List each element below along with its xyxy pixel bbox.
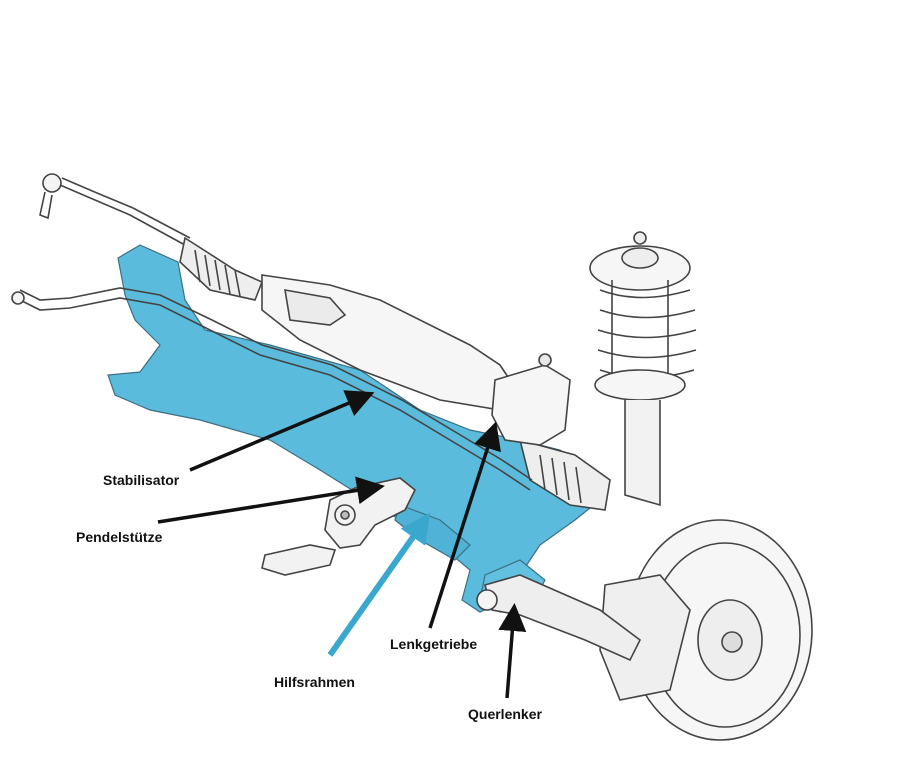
brake-disc (599, 519, 813, 741)
leader-stabilisator (189, 390, 375, 472)
label-hilfsrahmen: Hilfsrahmen (274, 674, 355, 690)
pendulum-support (261, 477, 417, 576)
label-pendelstuetze: Pendelstütze (76, 529, 163, 545)
leader-lenkgetriebe (428, 421, 501, 629)
label-stabilisator: Stabilisator (103, 472, 180, 488)
leader-querlenker (498, 603, 527, 699)
label-querlenker: Querlenker (468, 706, 542, 722)
steering-gear-housing (491, 353, 571, 446)
leader-hilfsrahmen (327, 512, 431, 657)
strut-and-spring (589, 231, 697, 507)
stabilizer-bar (11, 287, 533, 491)
label-lenkgetriebe: Lenkgetriebe (390, 636, 478, 652)
steering-rack (39, 173, 611, 511)
callout-lines (157, 390, 527, 699)
leader-pendelstuetze (157, 476, 385, 524)
